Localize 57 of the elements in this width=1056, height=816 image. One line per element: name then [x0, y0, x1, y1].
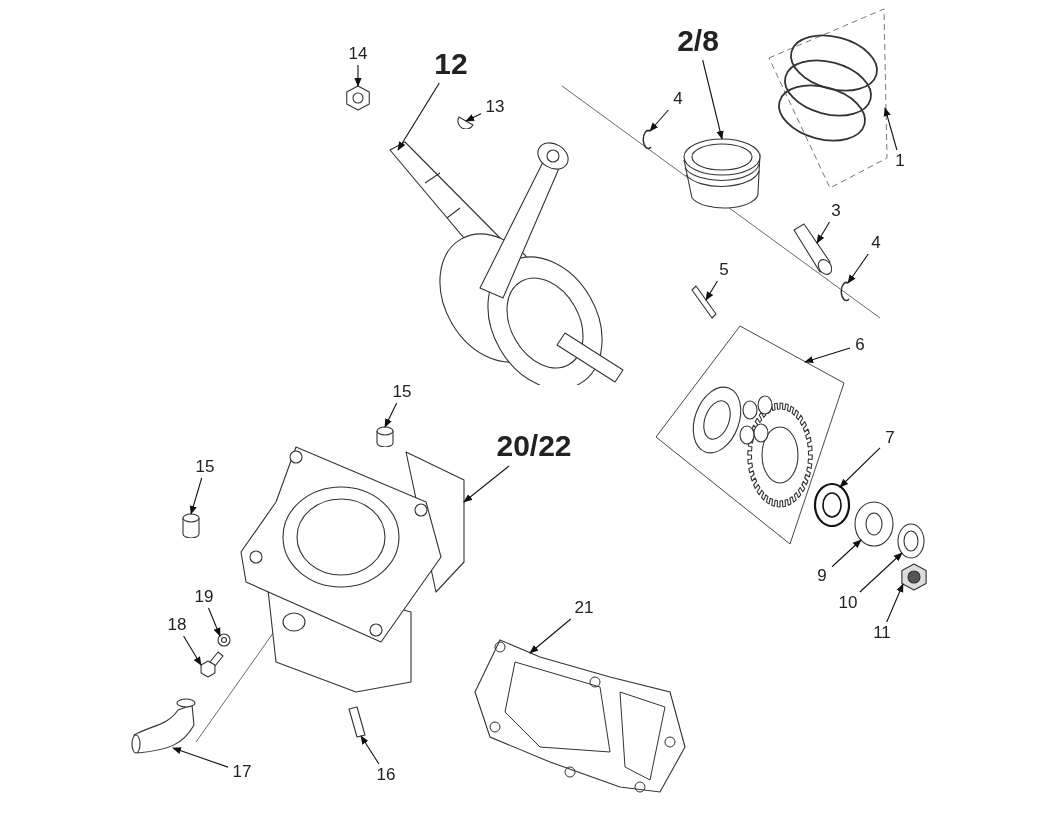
nut-drawing: [898, 561, 930, 593]
callout-number: 16: [372, 764, 400, 786]
leader-line: [384, 402, 398, 428]
leader-line: [397, 82, 440, 151]
callout-number: 14: [343, 43, 373, 65]
leader-line: [465, 113, 482, 122]
callout-number: 21: [570, 597, 598, 619]
piston-rings-drawing: [768, 8, 888, 190]
leader-line: [463, 465, 510, 503]
leader-line: [172, 747, 229, 768]
leader-line: [705, 280, 718, 301]
callout-number: 19: [190, 586, 218, 608]
leader-line: [183, 635, 202, 666]
callout-number: 12: [418, 45, 484, 83]
callout-number: 7: [880, 427, 900, 449]
washer-drawing: [216, 632, 232, 648]
leader-line: [360, 735, 380, 765]
circlip-drawing: [838, 280, 852, 302]
callout-number: 3: [826, 200, 846, 222]
callout-number: 20/22: [486, 426, 582, 466]
gear-assembly-drawing: [655, 325, 845, 545]
leader-line: [702, 59, 724, 140]
washer-drawing: [896, 522, 926, 560]
pin-drawing: [690, 284, 718, 320]
callout-number: 15: [191, 456, 219, 478]
callout-number: 2/8: [658, 22, 738, 60]
callout-number: 4: [866, 232, 886, 254]
callout-number: 15: [388, 381, 416, 403]
callout-number: 11: [868, 622, 896, 644]
callout-number: 4: [668, 88, 688, 110]
callout-number: 18: [163, 614, 191, 636]
leader-line: [883, 107, 898, 151]
pin-drawing: [345, 705, 367, 739]
callout-number: 13: [481, 96, 509, 118]
callout-number: 10: [834, 592, 862, 614]
washer-drawing: [852, 500, 896, 548]
leader-line: [847, 253, 869, 284]
o-ring-drawing: [812, 482, 852, 528]
callout-number: 5: [714, 259, 734, 281]
callout-number: 9: [812, 565, 832, 587]
leader-line: [831, 539, 862, 568]
leader-line: [649, 109, 669, 132]
callout-number: 17: [228, 761, 256, 783]
leader-line: [839, 447, 881, 488]
leader-line: [816, 221, 830, 244]
callout-number: 6: [850, 334, 870, 356]
leader-line: [886, 583, 904, 623]
leader-line: [354, 64, 362, 87]
leader-line: [207, 607, 221, 637]
callout-number: 1: [890, 150, 910, 172]
dowel-pin-drawing: [180, 512, 202, 538]
leader-line: [529, 618, 572, 654]
leader-line: [189, 477, 203, 515]
leader-line: [859, 552, 903, 593]
circlip-drawing: [640, 128, 654, 150]
leader-line: [804, 347, 851, 364]
dowel-pin-drawing: [374, 425, 396, 447]
